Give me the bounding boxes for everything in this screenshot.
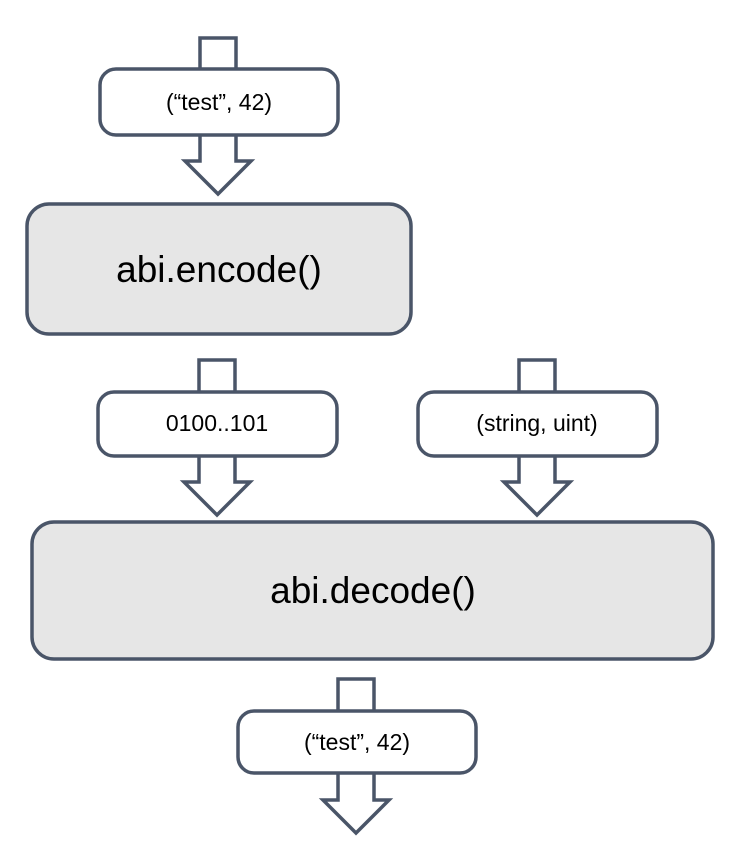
- node-abi-decode-shape: [30, 520, 715, 661]
- stub-into-type-tuple-icon: [517, 358, 557, 393]
- node-type-tuple-shape: [416, 390, 659, 458]
- node-abi-decode-label: abi.decode(): [270, 570, 476, 611]
- node-encoded-bytes[interactable]: 0100..101: [96, 390, 339, 458]
- stub-into-input-icon: [198, 36, 238, 70]
- arrow-output-down-icon: [318, 770, 394, 836]
- node-abi-decode[interactable]: abi.decode(): [30, 520, 715, 661]
- arrow-encoded-bytes-to-decode-icon: [179, 453, 255, 518]
- node-type-tuple[interactable]: (string, uint): [416, 390, 659, 458]
- node-abi-encode[interactable]: abi.encode(): [25, 202, 413, 336]
- node-input-tuple-label: (“test”, 42): [166, 89, 272, 115]
- node-output-tuple[interactable]: (“test”, 42): [236, 709, 478, 775]
- node-input-tuple[interactable]: (“test”, 42): [98, 67, 340, 137]
- node-output-tuple-label: (“test”, 42): [304, 729, 410, 755]
- stub-decode-to-output-icon: [336, 677, 376, 712]
- node-input-tuple-shape: [98, 67, 340, 137]
- node-encoded-bytes-label: 0100..101: [166, 410, 268, 436]
- connector-layer: [179, 36, 575, 836]
- node-type-tuple-label: (string, uint): [476, 410, 597, 436]
- stub-into-encoded-bytes-icon: [197, 358, 237, 393]
- node-abi-encode-shape: [25, 202, 413, 336]
- arrow-type-tuple-to-decode-icon: [499, 453, 575, 518]
- node-output-tuple-shape: [236, 709, 478, 775]
- node-encoded-bytes-shape: [96, 390, 339, 458]
- node-abi-encode-label: abi.encode(): [116, 249, 322, 290]
- arrow-input-to-encode-icon: [180, 131, 256, 197]
